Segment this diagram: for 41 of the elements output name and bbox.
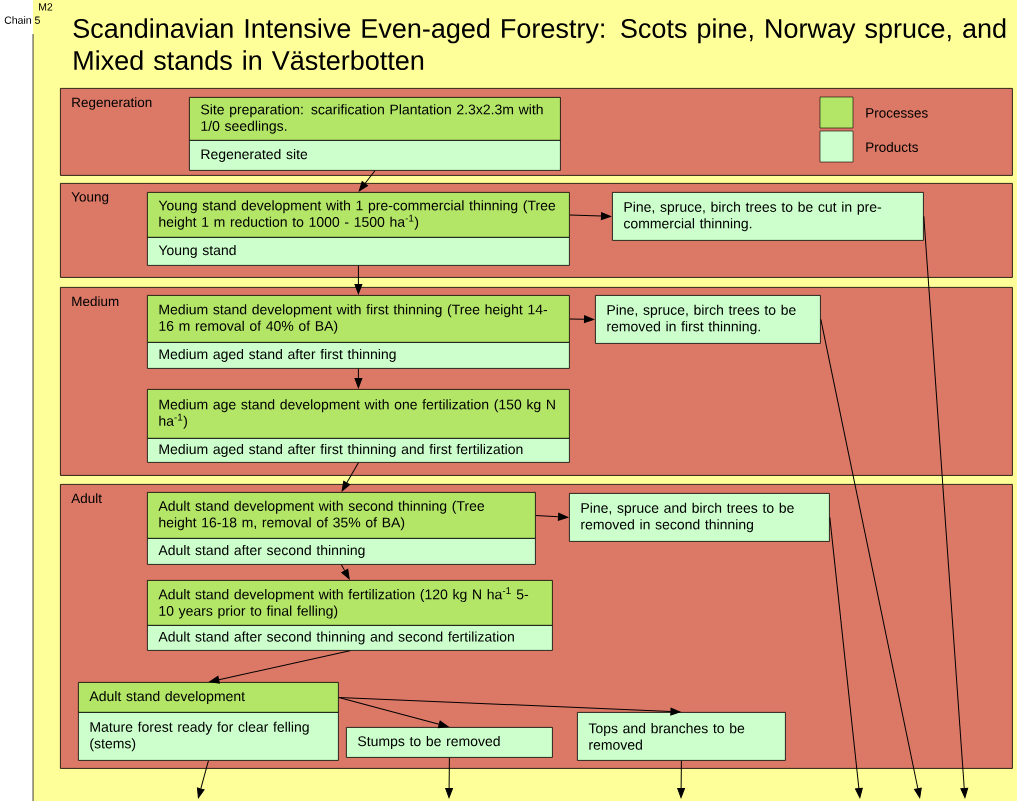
arrow [923, 215, 969, 799]
product-box: Tops and branches to be removed [577, 712, 786, 761]
process-box: Adult stand development with second thinning (Tree height 16-18 m, removal of 35% of BA) [147, 492, 536, 539]
product-box: Stumps to be removed [346, 727, 553, 758]
product-box: Adult stand after second thinning [147, 538, 536, 565]
legend-label: Processes [866, 108, 928, 118]
arrow [677, 760, 686, 799]
process-box: Young stand development with 1 pre-commercial thinning (Tree height 1 m reduction to 1000 - 1500 ha$^{-1}$) [147, 192, 570, 238]
arrow [341, 462, 359, 492]
product-box: Medium aged stand after first thinning [147, 342, 570, 369]
product-box: Mature forest ready for clear felling (stems) [78, 712, 339, 761]
arrow [829, 516, 863, 799]
product-box: Medium aged stand after first thinning and first fertilization [147, 438, 570, 463]
arrow [354, 265, 363, 295]
process-box: Adult stand development [78, 682, 339, 713]
process-box: Adult stand development with fertilization (120 kg N ha$^{-1}$ 5-10 years prior to final felling) [147, 580, 553, 626]
arrow [354, 368, 363, 389]
arrow [569, 212, 612, 220]
product-box: Pine, spruce, birch trees to be removed in first thinning. [595, 295, 821, 344]
product-box: Pine, spruce and birch trees to be removed in second thinning [569, 493, 830, 542]
arrow [535, 512, 569, 521]
arrow [445, 757, 453, 799]
process-box: Medium stand development with first thinning (Tree height 14-16 m removal of 40% of BA) [147, 295, 570, 343]
product-box: Adult stand after second thinning and second fertilization [147, 625, 553, 651]
arrow [820, 318, 922, 799]
arrow [196, 760, 209, 799]
arrow [340, 564, 350, 580]
arrow [338, 696, 449, 729]
chain-label: M2 [39, 3, 53, 11]
arrow [358, 170, 376, 192]
legend-label: Products [866, 142, 918, 152]
arrow [209, 650, 351, 684]
chain-label: Chain 5 [4, 16, 40, 24]
process-box: Medium age stand development with one fertilization (150 kg N ha$^{-1}$) [147, 389, 570, 439]
product-box: Regenerated site [189, 140, 561, 171]
product-box: Young stand [147, 237, 570, 266]
product-box: Pine, spruce, birch trees to be cut in pre-commercial thinning. [612, 192, 924, 241]
arrow [338, 696, 681, 716]
arrow [569, 315, 595, 324]
process-box: Site preparation: scarification Plantation 2.3x2.3m with 1/0 seedlings. [189, 97, 561, 141]
title: Scandinavian Intensive Even-aged Forestry: Scots pine, Norway spruce, and Mixed stands in Västerbotten [73, 18, 1006, 71]
